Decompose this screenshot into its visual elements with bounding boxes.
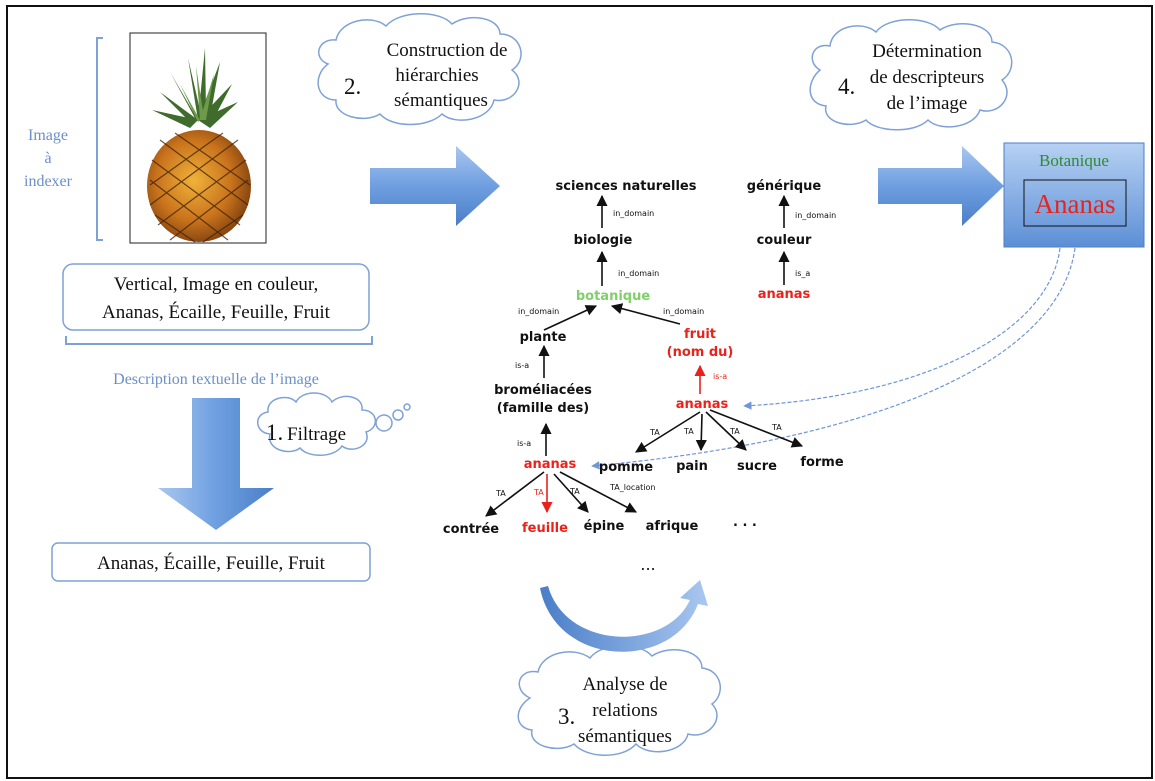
edge-fruit-botanique (610, 303, 681, 325)
edge-ananas-afrique (559, 471, 637, 513)
result-box: Botanique Ananas (1003, 142, 1145, 248)
node-biologie: biologie (574, 233, 633, 248)
result-dashed-links (591, 247, 1076, 470)
rel-label: TA (729, 427, 740, 436)
node-botanique: botanique (576, 289, 650, 304)
node-contree: contrée (443, 522, 499, 537)
svg-text:sémantiques: sémantiques (394, 90, 488, 111)
node-ananas-main: ananas (524, 457, 577, 472)
filtered-box: Ananas, Écaille, Feuille, Fruit (51, 542, 371, 582)
edge-ananas-contree (485, 471, 545, 517)
edge-ananasfruit-pain (695, 413, 707, 452)
filter-down-arrow (158, 398, 274, 530)
edge-plante-botanique (543, 305, 598, 331)
svg-text:Ananas, Écaille, Feuille, Frui: Ananas, Écaille, Feuille, Fruit (97, 552, 326, 574)
description-box: Vertical, Image en couleur, Ananas, Écai… (62, 263, 370, 331)
edge-ananasfruit-sucre (705, 411, 747, 451)
svg-text:Filtrage: Filtrage (287, 424, 346, 445)
image-bracket (96, 37, 103, 241)
result-concept: Ananas (1035, 189, 1116, 219)
node-ellipsis-right: . . . (733, 515, 757, 530)
rel-label: TA (569, 487, 580, 496)
node-feuille: feuille (522, 521, 568, 536)
svg-text:2.: 2. (344, 74, 361, 99)
rel-label: TA (649, 428, 660, 437)
node-epine: épine (584, 519, 625, 534)
svg-text:sémantiques: sémantiques (578, 726, 672, 747)
node-ananas-color: ananas (758, 287, 811, 302)
rel-label: in_domain (613, 209, 654, 218)
svg-text:Ananas, Écaille, Feuille, Frui: Ananas, Écaille, Feuille, Fruit (102, 301, 331, 323)
arrow-to-graph (370, 146, 500, 226)
svg-text:à: à (44, 150, 51, 167)
svg-text:Détermination: Détermination (872, 41, 982, 62)
svg-text:de l’image: de l’image (887, 93, 968, 114)
node-sucre: sucre (737, 459, 777, 474)
node-forme: forme (800, 455, 844, 470)
rel-label: TA (771, 423, 782, 432)
pineapple-image (129, 32, 267, 244)
node-ellipsis-bottom: ... (640, 555, 655, 574)
rel-label: in_domain (663, 307, 704, 316)
node-plante: plante (520, 330, 567, 345)
svg-text:3.: 3. (558, 704, 575, 729)
rel-label-red: TA (533, 488, 544, 497)
node-sciences-naturelles: sciences naturelles (556, 179, 697, 194)
svg-text:1.: 1. (266, 420, 283, 445)
svg-text:Analyse de: Analyse de (583, 674, 668, 695)
rel-label: TA_location (609, 483, 655, 492)
node-bromeliacees-sub: (famille des) (497, 401, 589, 416)
svg-text:indexer: indexer (24, 173, 73, 190)
svg-text:relations: relations (592, 700, 657, 721)
image-to-index-label: Image à indexer (24, 127, 73, 190)
node-generique: générique (747, 179, 822, 194)
svg-text:de descripteurs: de descripteurs (870, 67, 984, 88)
cycle-arrow (540, 580, 708, 652)
edge-ananas-epine (553, 473, 589, 513)
description-caption: Description textuelle de l’image (113, 371, 319, 388)
cloud-step1: 1. Filtrage (257, 392, 411, 456)
rel-label-red: is-a (713, 372, 727, 381)
node-ananas-fruit: ananas (676, 397, 729, 412)
cloud-step3: 3. Analyse de relations sémantiques (517, 645, 722, 756)
svg-text:hiérarchies: hiérarchies (395, 65, 478, 86)
rel-label: TA (495, 489, 506, 498)
rel-label: is-a (515, 361, 529, 370)
node-bromeliacees: broméliacées (494, 383, 592, 398)
edge-ananasfruit-pomme (635, 411, 701, 453)
node-pomme: pomme (599, 460, 653, 475)
svg-text:Image: Image (28, 127, 68, 144)
cloud-step2: 2. Construction de hiérarchies sémantiqu… (317, 13, 522, 126)
outer-frame (6, 5, 1153, 779)
description-brace (65, 336, 373, 345)
rel-label: is_a (795, 269, 810, 278)
rel-label: in_domain (618, 269, 659, 278)
node-couleur: couleur (757, 233, 812, 248)
rel-label: in_domain (518, 307, 559, 316)
node-pain: pain (676, 459, 708, 474)
rel-label: is-a (517, 439, 531, 448)
node-fruit: fruit (684, 327, 716, 342)
svg-text:Vertical, Image en couleur,: Vertical, Image en couleur, (114, 274, 318, 295)
arrow-to-result (878, 146, 1004, 226)
result-domain: Botanique (1039, 151, 1109, 170)
svg-text:4.: 4. (838, 74, 855, 99)
node-fruit-sub: (nom du) (667, 345, 734, 360)
svg-text:Construction de: Construction de (387, 40, 508, 61)
node-afrique: afrique (646, 519, 699, 534)
cloud-step4: 4. Détermination de descripteurs de l’im… (809, 19, 1013, 131)
rel-label: in_domain (795, 211, 836, 220)
edge-ananasfruit-forme (709, 409, 804, 448)
rel-label: TA (683, 427, 694, 436)
